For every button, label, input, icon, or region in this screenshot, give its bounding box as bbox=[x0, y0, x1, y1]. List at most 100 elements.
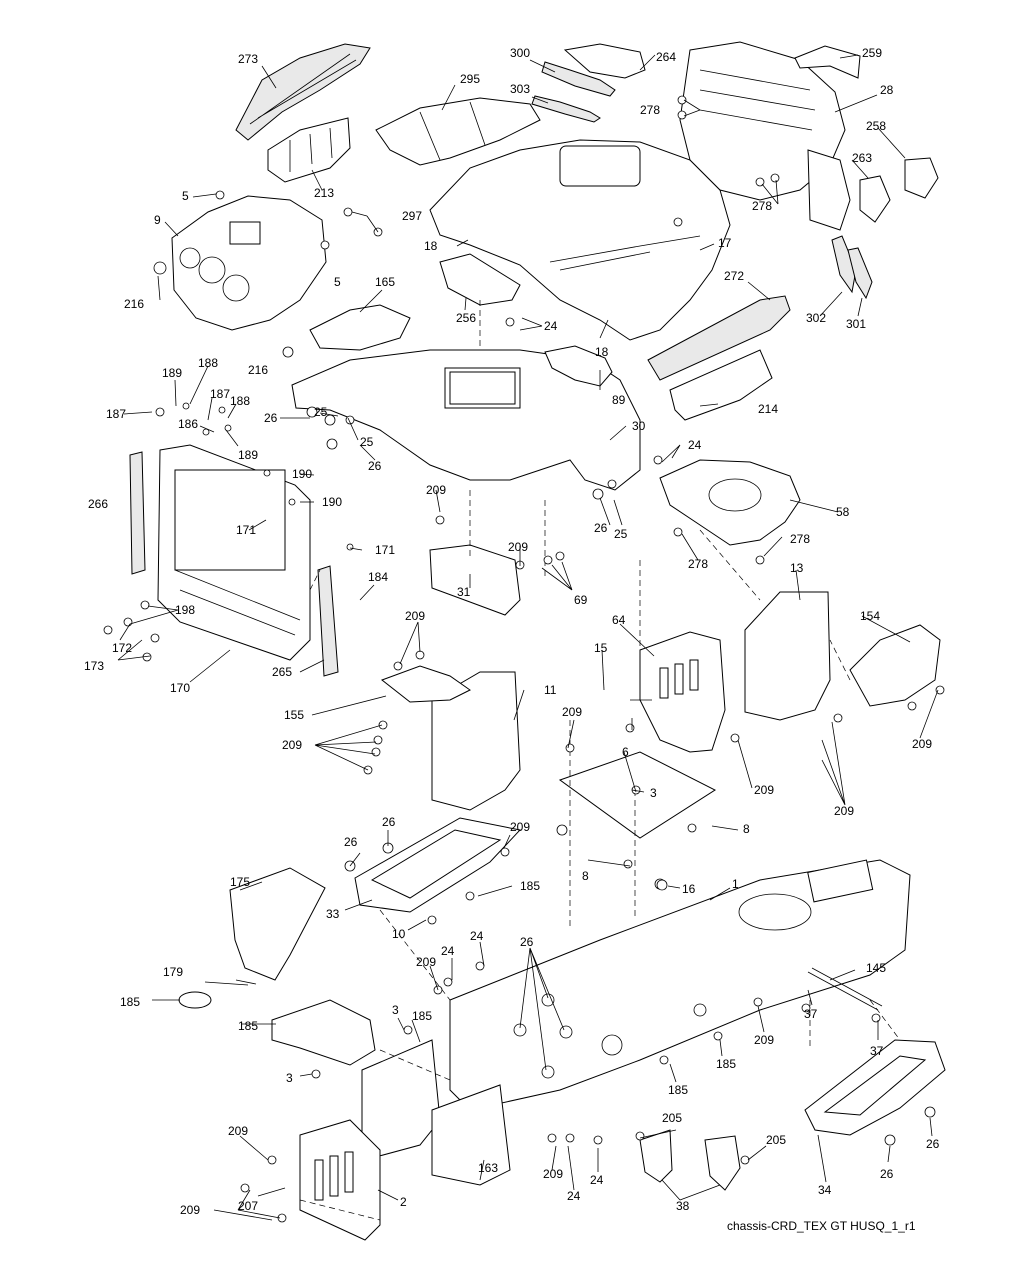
callout-165: 165 bbox=[375, 275, 395, 289]
callout-8: 8 bbox=[582, 869, 589, 883]
callout-205: 205 bbox=[766, 1133, 786, 1147]
callout-labels: 273 300 264 259 295 303 278 28 258 263 2… bbox=[84, 46, 940, 1217]
callout-173: 173 bbox=[84, 659, 104, 673]
callout-58: 58 bbox=[836, 505, 850, 519]
part-266-rail bbox=[129, 451, 146, 575]
callout-8: 8 bbox=[743, 822, 750, 836]
callout-273: 273 bbox=[238, 52, 258, 66]
part-295-hood-cover bbox=[375, 97, 541, 166]
callout-256: 256 bbox=[456, 311, 476, 325]
callout-187: 187 bbox=[106, 407, 126, 421]
callout-154: 154 bbox=[860, 609, 880, 623]
callout-145: 145 bbox=[866, 961, 886, 975]
part-273-grille-top bbox=[235, 43, 371, 141]
part-164-bracket bbox=[271, 999, 376, 1066]
callout-37: 37 bbox=[804, 1007, 818, 1021]
callout-295: 295 bbox=[460, 72, 480, 86]
callout-185: 185 bbox=[120, 995, 140, 1009]
callout-272: 272 bbox=[724, 269, 744, 283]
callout-179: 179 bbox=[163, 965, 183, 979]
part-300-303-grilles bbox=[531, 43, 646, 123]
callout-189: 189 bbox=[238, 448, 258, 462]
callout-187: 187 bbox=[210, 387, 230, 401]
callout-205: 205 bbox=[662, 1111, 682, 1125]
part-13-side-plate bbox=[744, 591, 831, 721]
callout-171: 171 bbox=[236, 523, 256, 537]
assembly-lines bbox=[299, 300, 901, 1221]
callout-302: 302 bbox=[806, 311, 826, 325]
part-38-brackets bbox=[639, 1129, 741, 1191]
callout-209: 209 bbox=[562, 705, 582, 719]
callout-209: 209 bbox=[180, 1203, 200, 1217]
part-17-hood bbox=[429, 139, 731, 341]
callout-35: 185 bbox=[668, 1083, 688, 1097]
callout-2: 2 bbox=[400, 1195, 407, 1209]
callout-3: 3 bbox=[392, 1003, 399, 1017]
callout-26: 26 bbox=[344, 835, 358, 849]
callout-35: 185 bbox=[520, 879, 540, 893]
part-145-rod bbox=[807, 967, 883, 1011]
callout-25: 25 bbox=[314, 405, 328, 419]
callout-10: 10 bbox=[392, 927, 406, 941]
callout-31: 31 bbox=[457, 585, 471, 599]
callout-190: 190 bbox=[322, 495, 342, 509]
part-179-185-lever bbox=[178, 981, 249, 1009]
callout-26: 26 bbox=[594, 521, 608, 535]
callout-leaders bbox=[117, 54, 939, 1221]
callout-9: 9 bbox=[154, 213, 161, 227]
part-31-bracket bbox=[429, 544, 521, 616]
callout-170: 170 bbox=[170, 681, 190, 695]
callout-15: 15 bbox=[594, 641, 608, 655]
part-6-plate bbox=[558, 751, 717, 839]
callout-263: 263 bbox=[852, 151, 872, 165]
callout-35: 185 bbox=[716, 1057, 736, 1071]
callout-209: 209 bbox=[510, 820, 530, 834]
callout-3: 3 bbox=[286, 1071, 293, 1085]
callout-16: 16 bbox=[682, 882, 696, 896]
callout-26: 26 bbox=[264, 411, 278, 425]
callout-26: 26 bbox=[520, 935, 534, 949]
callout-198: 198 bbox=[175, 603, 195, 617]
callout-300: 300 bbox=[510, 46, 530, 60]
callout-24: 24 bbox=[590, 1173, 604, 1187]
callout-6: 6 bbox=[622, 745, 629, 759]
part-154-bracket bbox=[849, 624, 941, 707]
callout-171: 171 bbox=[375, 543, 395, 557]
part-33-footrest bbox=[354, 817, 521, 913]
callout-209: 209 bbox=[912, 737, 932, 751]
callout-209: 209 bbox=[754, 1033, 774, 1047]
callout-188: 188 bbox=[198, 356, 218, 370]
callout-17: 17 bbox=[718, 236, 732, 250]
callout-28: 28 bbox=[880, 83, 894, 97]
part-259-lens bbox=[794, 45, 861, 79]
part-272-214-bumper bbox=[647, 295, 791, 421]
callout-186: 186 bbox=[178, 417, 198, 431]
part-165-256-panels bbox=[309, 253, 521, 351]
callout-155: 155 bbox=[284, 708, 304, 722]
part-9-dash-panel bbox=[171, 195, 327, 331]
callout-24: 24 bbox=[567, 1189, 581, 1203]
part-163-plate bbox=[431, 1084, 511, 1186]
part-89-handle bbox=[544, 345, 613, 387]
callout-259: 259 bbox=[862, 46, 882, 60]
part-11-side-plate bbox=[431, 671, 521, 811]
callout-266: 266 bbox=[88, 497, 108, 511]
callout-216: 216 bbox=[248, 363, 268, 377]
fasteners bbox=[103, 95, 945, 1223]
callout-33: 33 bbox=[326, 907, 340, 921]
callout-26: 26 bbox=[368, 459, 382, 473]
part-258-263-lights bbox=[807, 149, 939, 231]
callout-278: 278 bbox=[640, 103, 660, 117]
part-302-301-grilles bbox=[831, 235, 873, 300]
part-170-front-panel bbox=[157, 444, 311, 661]
callout-216: 216 bbox=[124, 297, 144, 311]
callout-13: 13 bbox=[790, 561, 804, 575]
part-34-footrest bbox=[804, 1039, 946, 1136]
callout-5: 5 bbox=[182, 189, 189, 203]
callout-209: 209 bbox=[834, 804, 854, 818]
callout-24: 24 bbox=[688, 438, 702, 452]
callout-164: 185 bbox=[238, 1019, 258, 1033]
part-155-bracket bbox=[380, 665, 471, 703]
callout-89: 89 bbox=[612, 393, 626, 407]
callout-209: 209 bbox=[228, 1124, 248, 1138]
